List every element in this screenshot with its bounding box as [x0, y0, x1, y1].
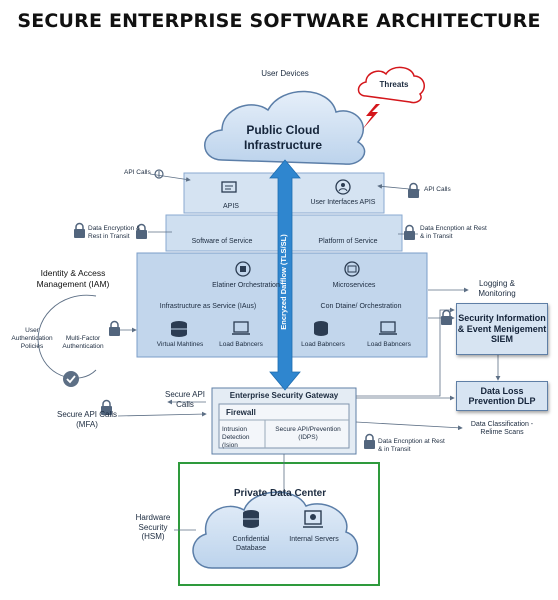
intrusion-label: Intrusion Detection (Ision: [222, 426, 250, 450]
threat-lightning-icon: [362, 104, 380, 130]
gateway-title: Enterprise Security Gateway: [229, 391, 339, 400]
secure-api-calls-label: Secure API Calls: [164, 390, 206, 409]
vm-label: Virtual Mahtines: [156, 341, 204, 348]
confidential-db-icon: [243, 510, 259, 528]
confidential-db-label: Confidential Database: [232, 536, 270, 552]
encrypted-flow-arrow: [269, 159, 301, 391]
iaas-label: Infrastructure as Service (IAus): [159, 303, 257, 310]
secure-api-mfa-line: [117, 411, 207, 417]
data-class-line: [355, 421, 463, 431]
mfa-label: Multi-Factor Authentication: [62, 335, 104, 351]
private-cloud-shape: [192, 491, 359, 569]
load-balancer-icon-2: [379, 321, 397, 335]
lb-label-2: Load Babncers: [301, 341, 345, 348]
threats-label: Threats: [379, 80, 409, 89]
user-auth-label: User Authentication Policies: [11, 327, 53, 351]
lock-icon-7: [364, 433, 375, 449]
api-calls-left-label: API Calls: [124, 169, 151, 176]
private-dc-border: [178, 462, 380, 586]
internal-servers-label: Internal Servers: [289, 536, 339, 543]
firewall-label: Firewall: [226, 408, 256, 417]
hsm-label: Hardware Security (HSM): [135, 513, 171, 542]
container-orch-label: Elatiner Orchestration: [212, 282, 280, 289]
public-cloud-shape: [204, 90, 366, 165]
dlp-box: Data Loss Prevention DLP: [456, 381, 548, 411]
secure-api-prevention-label: Secure API/Prevention (IDPS): [275, 426, 341, 442]
lock-icon-4: [404, 224, 415, 240]
api-calls-left-line: [149, 173, 191, 182]
container-icon: [235, 261, 251, 277]
con-orch-label: Con Dtaine/ Orchestration: [320, 303, 402, 310]
page-title: SECURE ENTERPRISE SOFTWARE ARCHITECTURE: [17, 10, 541, 32]
enc-right-label: Data Encnption at Rest & in Transit: [420, 225, 487, 240]
check-circle-icon: [63, 371, 79, 387]
microservices-icon: [344, 261, 360, 277]
iam-label: Identity & Access Management (IAM): [36, 268, 110, 289]
encrypted-flow-label: Encryzed Dafflow (TLS/SL): [279, 234, 288, 330]
secure-api-mfa-label: Secure API Calls (MFA): [56, 410, 118, 429]
enc-left-label: Data Encryption & Rest in Transit: [88, 225, 141, 240]
lock-icon-5: [109, 320, 120, 336]
data-class-label: Data Classification -Relime Scans: [470, 421, 534, 437]
apis-right-label: User Interfaces APIS: [310, 199, 376, 206]
software-service-label: Software of Service: [191, 238, 253, 245]
microservices-label: Microservices: [332, 282, 376, 289]
enc-bottom-label: Data Encnption at Rest & in Transit: [378, 438, 445, 453]
lock-icon-3: [408, 182, 419, 198]
lock-icon-8: [441, 309, 452, 325]
lb-label-1: Load Babncers: [219, 341, 263, 348]
threats-cloud-shape: [357, 66, 425, 104]
siem-box: Security Information & Event Menigement …: [456, 303, 548, 355]
platform-service-label: Platform of Service: [318, 238, 378, 245]
lock-icon-1: [74, 222, 85, 238]
apis-left-label: APIS: [223, 203, 239, 210]
server-icon: [314, 321, 328, 336]
user-interface-icon: [335, 179, 351, 195]
public-cloud-label: Public Cloud Infrastructure: [243, 123, 323, 152]
api-calls-left-icon: [154, 169, 164, 179]
internal-server-icon: [303, 510, 323, 528]
logging-label: Logging & Monitoring: [478, 279, 516, 298]
lock-icon-6: [101, 399, 112, 415]
apis-monitor-icon: [221, 181, 237, 193]
lb-label-3: Load Babncers: [367, 341, 411, 348]
database-icon: [171, 321, 187, 337]
user-devices-label: User Devices: [261, 69, 309, 78]
private-dc-title: Private Data Center: [233, 488, 327, 499]
api-calls-right-label: API Calls: [424, 186, 451, 193]
load-balancer-icon-1: [232, 321, 250, 335]
firewall-box: [218, 403, 350, 449]
lock-icon-2: [136, 223, 147, 239]
